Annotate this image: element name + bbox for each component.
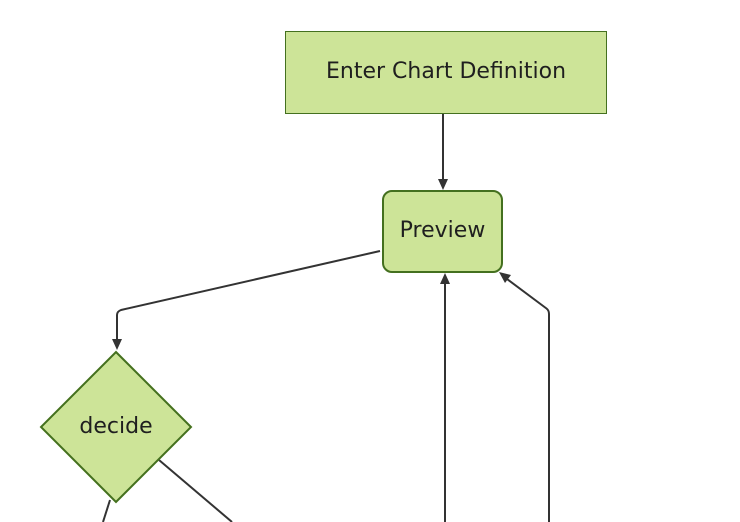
- arrowhead-preview-bottom: [440, 273, 450, 284]
- node-preview-label: Preview: [399, 218, 486, 244]
- node-preview: Preview: [382, 190, 503, 273]
- node-enter-chart-definition: Enter Chart Definition: [285, 31, 607, 114]
- edge-decide-to-offscreen-right: [158, 459, 233, 522]
- arrowhead-preview-corner: [499, 272, 511, 283]
- node-decide-label: decide: [79, 414, 153, 439]
- edge-preview-to-decide: [116, 250, 381, 339]
- edge-offscreen-to-preview-corner: [506, 278, 550, 522]
- node-enter-chart-definition-label: Enter Chart Definition: [325, 59, 567, 85]
- edge-decide-to-offscreen-left: [102, 499, 111, 522]
- arrowhead-decide-top: [112, 339, 122, 350]
- arrowhead-preview-top: [438, 179, 448, 190]
